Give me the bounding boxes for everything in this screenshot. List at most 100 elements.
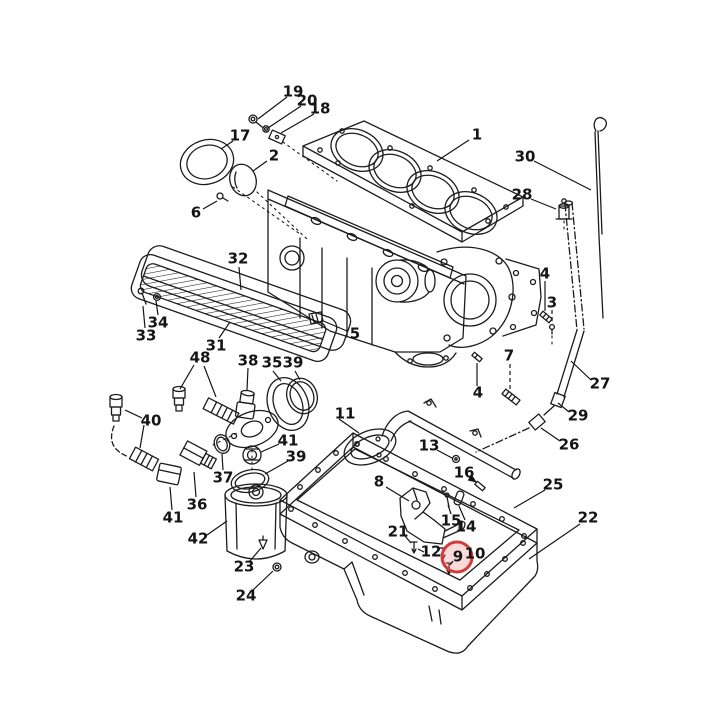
callout-label-11: 11 [335, 405, 356, 423]
bolt-13 [451, 454, 461, 464]
leader-line-42 [206, 520, 228, 536]
side-cover-31 [130, 253, 338, 363]
leader-line-34 [155, 300, 159, 316]
callout-label-21: 21 [388, 523, 409, 541]
cover-bolt-33 [137, 287, 147, 305]
callout-label-12: 12 [421, 543, 442, 561]
leader-line-12 [417, 548, 425, 553]
leader-line-17 [220, 140, 234, 150]
leader-line-40 [139, 424, 145, 449]
bolt-3 [548, 323, 556, 348]
callout-label-23: 23 [234, 558, 255, 576]
leader-line-30 [533, 160, 592, 191]
leader-line-2 [252, 160, 268, 172]
dipstick-tube-27 [556, 200, 585, 398]
callout-label-18: 18 [310, 100, 331, 118]
callout-label-36: 36 [187, 496, 208, 514]
oil-pump-8 [399, 487, 466, 545]
callout-label-27: 27 [590, 375, 611, 393]
leader-line-22 [528, 523, 581, 560]
callout-label-42: 42 [188, 530, 209, 548]
callout-label-22: 22 [578, 509, 599, 527]
leader-line-39-upper [294, 370, 301, 381]
callout-label-13: 13 [419, 437, 440, 455]
leader-line-18 [280, 113, 315, 134]
install-line-18 [282, 141, 338, 182]
callout-label-8: 8 [374, 473, 384, 491]
callout-label-4-lower: 4 [473, 384, 483, 402]
leader-line-19 [257, 96, 288, 120]
callout-label-19: 19 [283, 83, 304, 101]
leader-line-11 [338, 418, 360, 434]
bolt-19 [248, 114, 263, 128]
fitting-36 [179, 440, 218, 470]
callout-label-41-left: 41 [163, 509, 184, 527]
callout-label-14: 14 [456, 518, 477, 536]
filter-install-line [212, 432, 253, 471]
callout-label-39-lower: 39 [286, 448, 307, 466]
key-18 [268, 129, 286, 145]
stud-7 [501, 388, 521, 406]
leader-line-5 [320, 319, 348, 332]
seal-ring-39-upper [285, 377, 319, 415]
callout-label-31: 31 [206, 337, 227, 355]
callout-label-34: 34 [148, 314, 169, 332]
stud-16 [474, 480, 486, 492]
highlight-circle-part-9[interactable] [440, 540, 474, 574]
tube-route-line [475, 427, 530, 453]
callout-label-32: 32 [228, 250, 249, 268]
drain-plug-23 [258, 535, 268, 550]
callout-label-10: 10 [465, 545, 486, 563]
leader-line-31 [218, 321, 231, 339]
leader-line-13 [436, 449, 453, 459]
elbow-38 [234, 389, 256, 420]
callout-label-1: 1 [472, 126, 482, 144]
callout-label-33: 33 [136, 327, 157, 345]
plug-41-right [242, 445, 262, 465]
leader-line-32 [238, 266, 242, 291]
support-rail [407, 398, 521, 480]
callout-label-28: 28 [512, 186, 533, 204]
callout-label-26: 26 [559, 436, 580, 454]
callout-label-37: 37 [213, 469, 234, 487]
leader-line-37 [221, 453, 224, 471]
leader-line-33 [142, 305, 146, 329]
callout-label-15: 15 [441, 512, 462, 530]
callout-label-6: 6 [191, 204, 201, 222]
stud-4-lower [471, 351, 483, 363]
tube-nut-29 [550, 391, 566, 409]
callout-label-38: 38 [238, 352, 259, 370]
leader-line-9 [449, 560, 454, 566]
leader-line-15 [447, 504, 452, 515]
tube-lower-bend [543, 405, 555, 416]
callout-label-7: 7 [504, 347, 514, 365]
leader-line-27 [570, 360, 592, 381]
callout-label-35: 35 [262, 354, 283, 372]
callout-label-40: 40 [141, 412, 162, 430]
leader-line-1 [436, 139, 470, 162]
leader-line-16 [467, 474, 477, 483]
leader-line-14 [458, 505, 466, 521]
leader-line-35 [272, 370, 282, 382]
cover-washer-34 [152, 292, 162, 302]
elbow-26 [528, 413, 546, 431]
leader-line-28 [530, 198, 557, 210]
engine-block [267, 189, 542, 368]
leader-line-40 [124, 409, 143, 419]
leader-line-41-right [260, 443, 280, 453]
leader-line-38 [246, 367, 249, 391]
leader-line-48 [179, 364, 195, 390]
stud-4-upper [539, 310, 553, 324]
leader-line-20 [267, 105, 302, 129]
install-line-seal [232, 186, 308, 240]
washer-20 [262, 125, 270, 133]
oil-pan-22 [279, 432, 539, 654]
oil-filter-42 [224, 483, 288, 560]
hose-assembly-40 [109, 393, 160, 472]
pan-gasket-25 [279, 432, 538, 597]
freeze-plug-2 [229, 163, 257, 197]
clamp-14 [453, 490, 465, 506]
leader-line-48 [203, 365, 217, 398]
